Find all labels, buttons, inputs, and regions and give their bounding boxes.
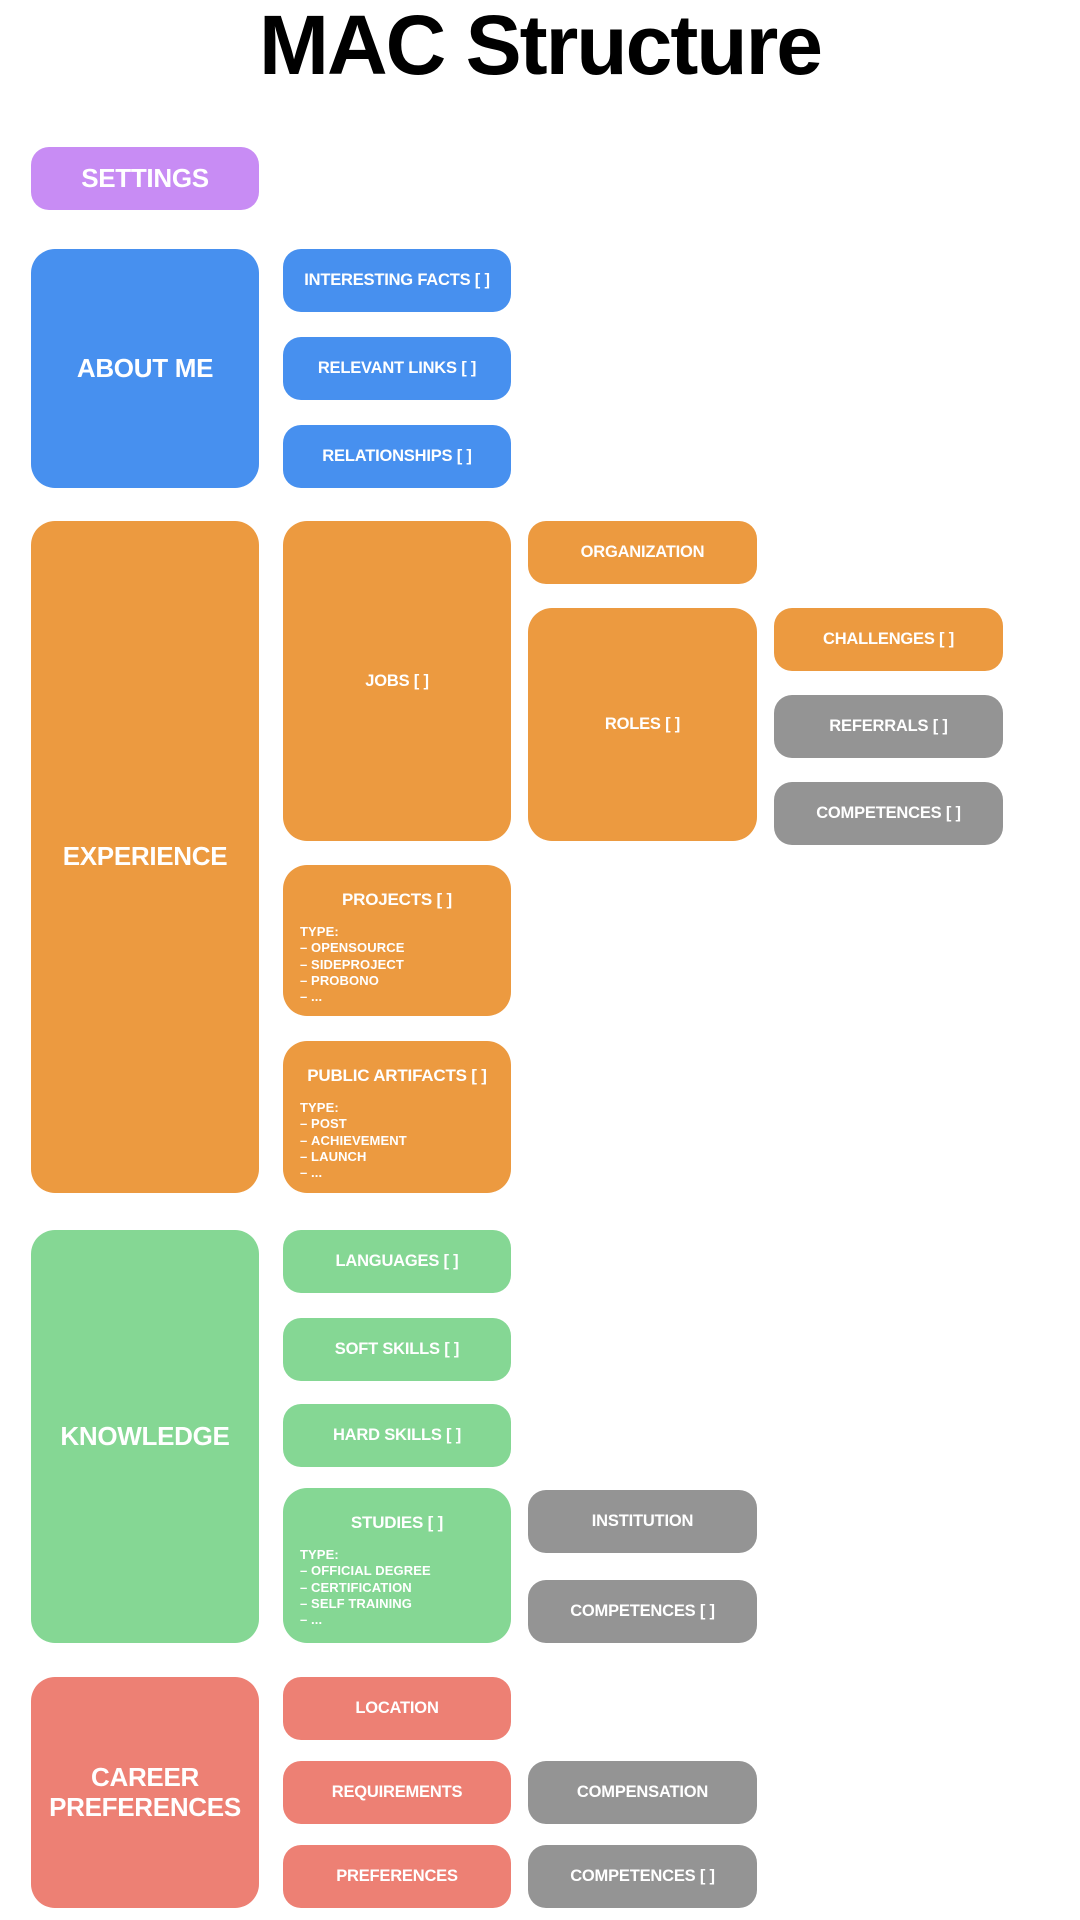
knowledge-box: KNOWLEDGE [31, 1230, 259, 1643]
projects-type-list: OPENSOURCE SIDEPROJECT PROBONO ... [300, 940, 497, 1005]
type-item: OPENSOURCE [300, 940, 497, 956]
type-item: SELF TRAINING [300, 1596, 497, 1612]
relationships-box: RELATIONSHIPS [ ] [283, 425, 511, 488]
roles-label: ROLES [ ] [604, 715, 681, 733]
type-item: OFFICIAL DEGREE [300, 1563, 497, 1579]
referrals-box: REFERRALS [ ] [774, 695, 1003, 758]
roles-box: ROLES [ ] [528, 608, 757, 841]
projects-box: PROJECTS [ ] TYPE: OPENSOURCE SIDEPROJEC… [283, 865, 511, 1016]
jobs-box: JOBS [ ] [283, 521, 511, 841]
preferences-label: PREFERENCES [336, 1867, 458, 1885]
hard-skills-label: HARD SKILLS [ ] [332, 1426, 462, 1444]
compensation-box: COMPENSATION [528, 1761, 757, 1824]
projects-label: PROJECTS [ ] [341, 890, 452, 909]
experience-label: EXPERIENCE [62, 841, 228, 872]
public-artifacts-type-heading: TYPE: [300, 1100, 339, 1115]
type-item: SIDEPROJECT [300, 957, 497, 973]
type-item: LAUNCH [300, 1149, 497, 1165]
career-preferences-box: CAREER PREFERENCES [31, 1677, 259, 1908]
type-item: CERTIFICATION [300, 1580, 497, 1596]
languages-label: LANGUAGES [ ] [335, 1252, 459, 1270]
challenges-box: CHALLENGES [ ] [774, 608, 1003, 671]
institution-label: INSTITUTION [591, 1512, 694, 1530]
settings-label: SETTINGS [81, 162, 209, 193]
relationships-label: RELATIONSHIPS [ ] [322, 447, 472, 465]
referrals-label: REFERRALS [ ] [829, 717, 948, 735]
experience-competences-label: COMPETENCES [ ] [816, 804, 961, 822]
relevant-links-box: RELEVANT LINKS [ ] [283, 337, 511, 400]
soft-skills-label: SOFT SKILLS [ ] [334, 1340, 460, 1358]
career-competences-box: COMPETENCES [ ] [528, 1845, 757, 1908]
projects-type-heading: TYPE: [300, 924, 339, 939]
requirements-box: REQUIREMENTS [283, 1761, 511, 1824]
soft-skills-box: SOFT SKILLS [ ] [283, 1318, 511, 1381]
studies-box: STUDIES [ ] TYPE: OFFICIAL DEGREE CERTIF… [283, 1488, 511, 1643]
compensation-label: COMPENSATION [576, 1783, 709, 1801]
career-preferences-label: CAREER PREFERENCES [49, 1761, 241, 1822]
public-artifacts-label: PUBLIC ARTIFACTS [ ] [307, 1066, 487, 1085]
studies-type-list: OFFICIAL DEGREE CERTIFICATION SELF TRAIN… [300, 1563, 497, 1628]
preferences-box: PREFERENCES [283, 1845, 511, 1908]
type-item: ... [300, 1165, 497, 1181]
hard-skills-box: HARD SKILLS [ ] [283, 1404, 511, 1467]
page-title: MAC Structure [258, 0, 823, 92]
type-item: ACHIEVEMENT [300, 1133, 497, 1149]
public-artifacts-type-list: POST ACHIEVEMENT LAUNCH ... [300, 1116, 497, 1181]
studies-label: STUDIES [ ] [350, 1513, 444, 1532]
experience-box: EXPERIENCE [31, 521, 259, 1193]
jobs-label: JOBS [ ] [365, 671, 429, 690]
requirements-label: REQUIREMENTS [331, 1783, 463, 1801]
location-box: LOCATION [283, 1677, 511, 1740]
institution-box: INSTITUTION [528, 1490, 757, 1553]
about-me-box: ABOUT ME [31, 249, 259, 488]
studies-type-heading: TYPE: [300, 1547, 339, 1562]
knowledge-label: KNOWLEDGE [60, 1420, 230, 1451]
interesting-facts-box: INTERESTING FACTS [ ] [283, 249, 511, 312]
knowledge-competences-label: COMPETENCES [ ] [570, 1602, 715, 1620]
location-label: LOCATION [355, 1699, 439, 1717]
type-item: POST [300, 1116, 497, 1132]
challenges-label: CHALLENGES [ ] [822, 630, 955, 648]
career-competences-label: COMPETENCES [ ] [570, 1867, 715, 1885]
public-artifacts-box: PUBLIC ARTIFACTS [ ] TYPE: POST ACHIEVEM… [283, 1041, 511, 1193]
settings-box: SETTINGS [31, 147, 259, 210]
type-item: ... [300, 989, 497, 1005]
languages-box: LANGUAGES [ ] [283, 1230, 511, 1293]
type-item: PROBONO [300, 973, 497, 989]
interesting-facts-label: INTERESTING FACTS [ ] [304, 271, 490, 289]
about-me-label: ABOUT ME [76, 352, 214, 383]
organization-label: ORGANIZATION [580, 543, 705, 561]
experience-competences-box: COMPETENCES [ ] [774, 782, 1003, 845]
organization-box: ORGANIZATION [528, 521, 757, 584]
knowledge-competences-box: COMPETENCES [ ] [528, 1580, 757, 1643]
relevant-links-label: RELEVANT LINKS [ ] [317, 359, 477, 377]
type-item: ... [300, 1612, 497, 1628]
